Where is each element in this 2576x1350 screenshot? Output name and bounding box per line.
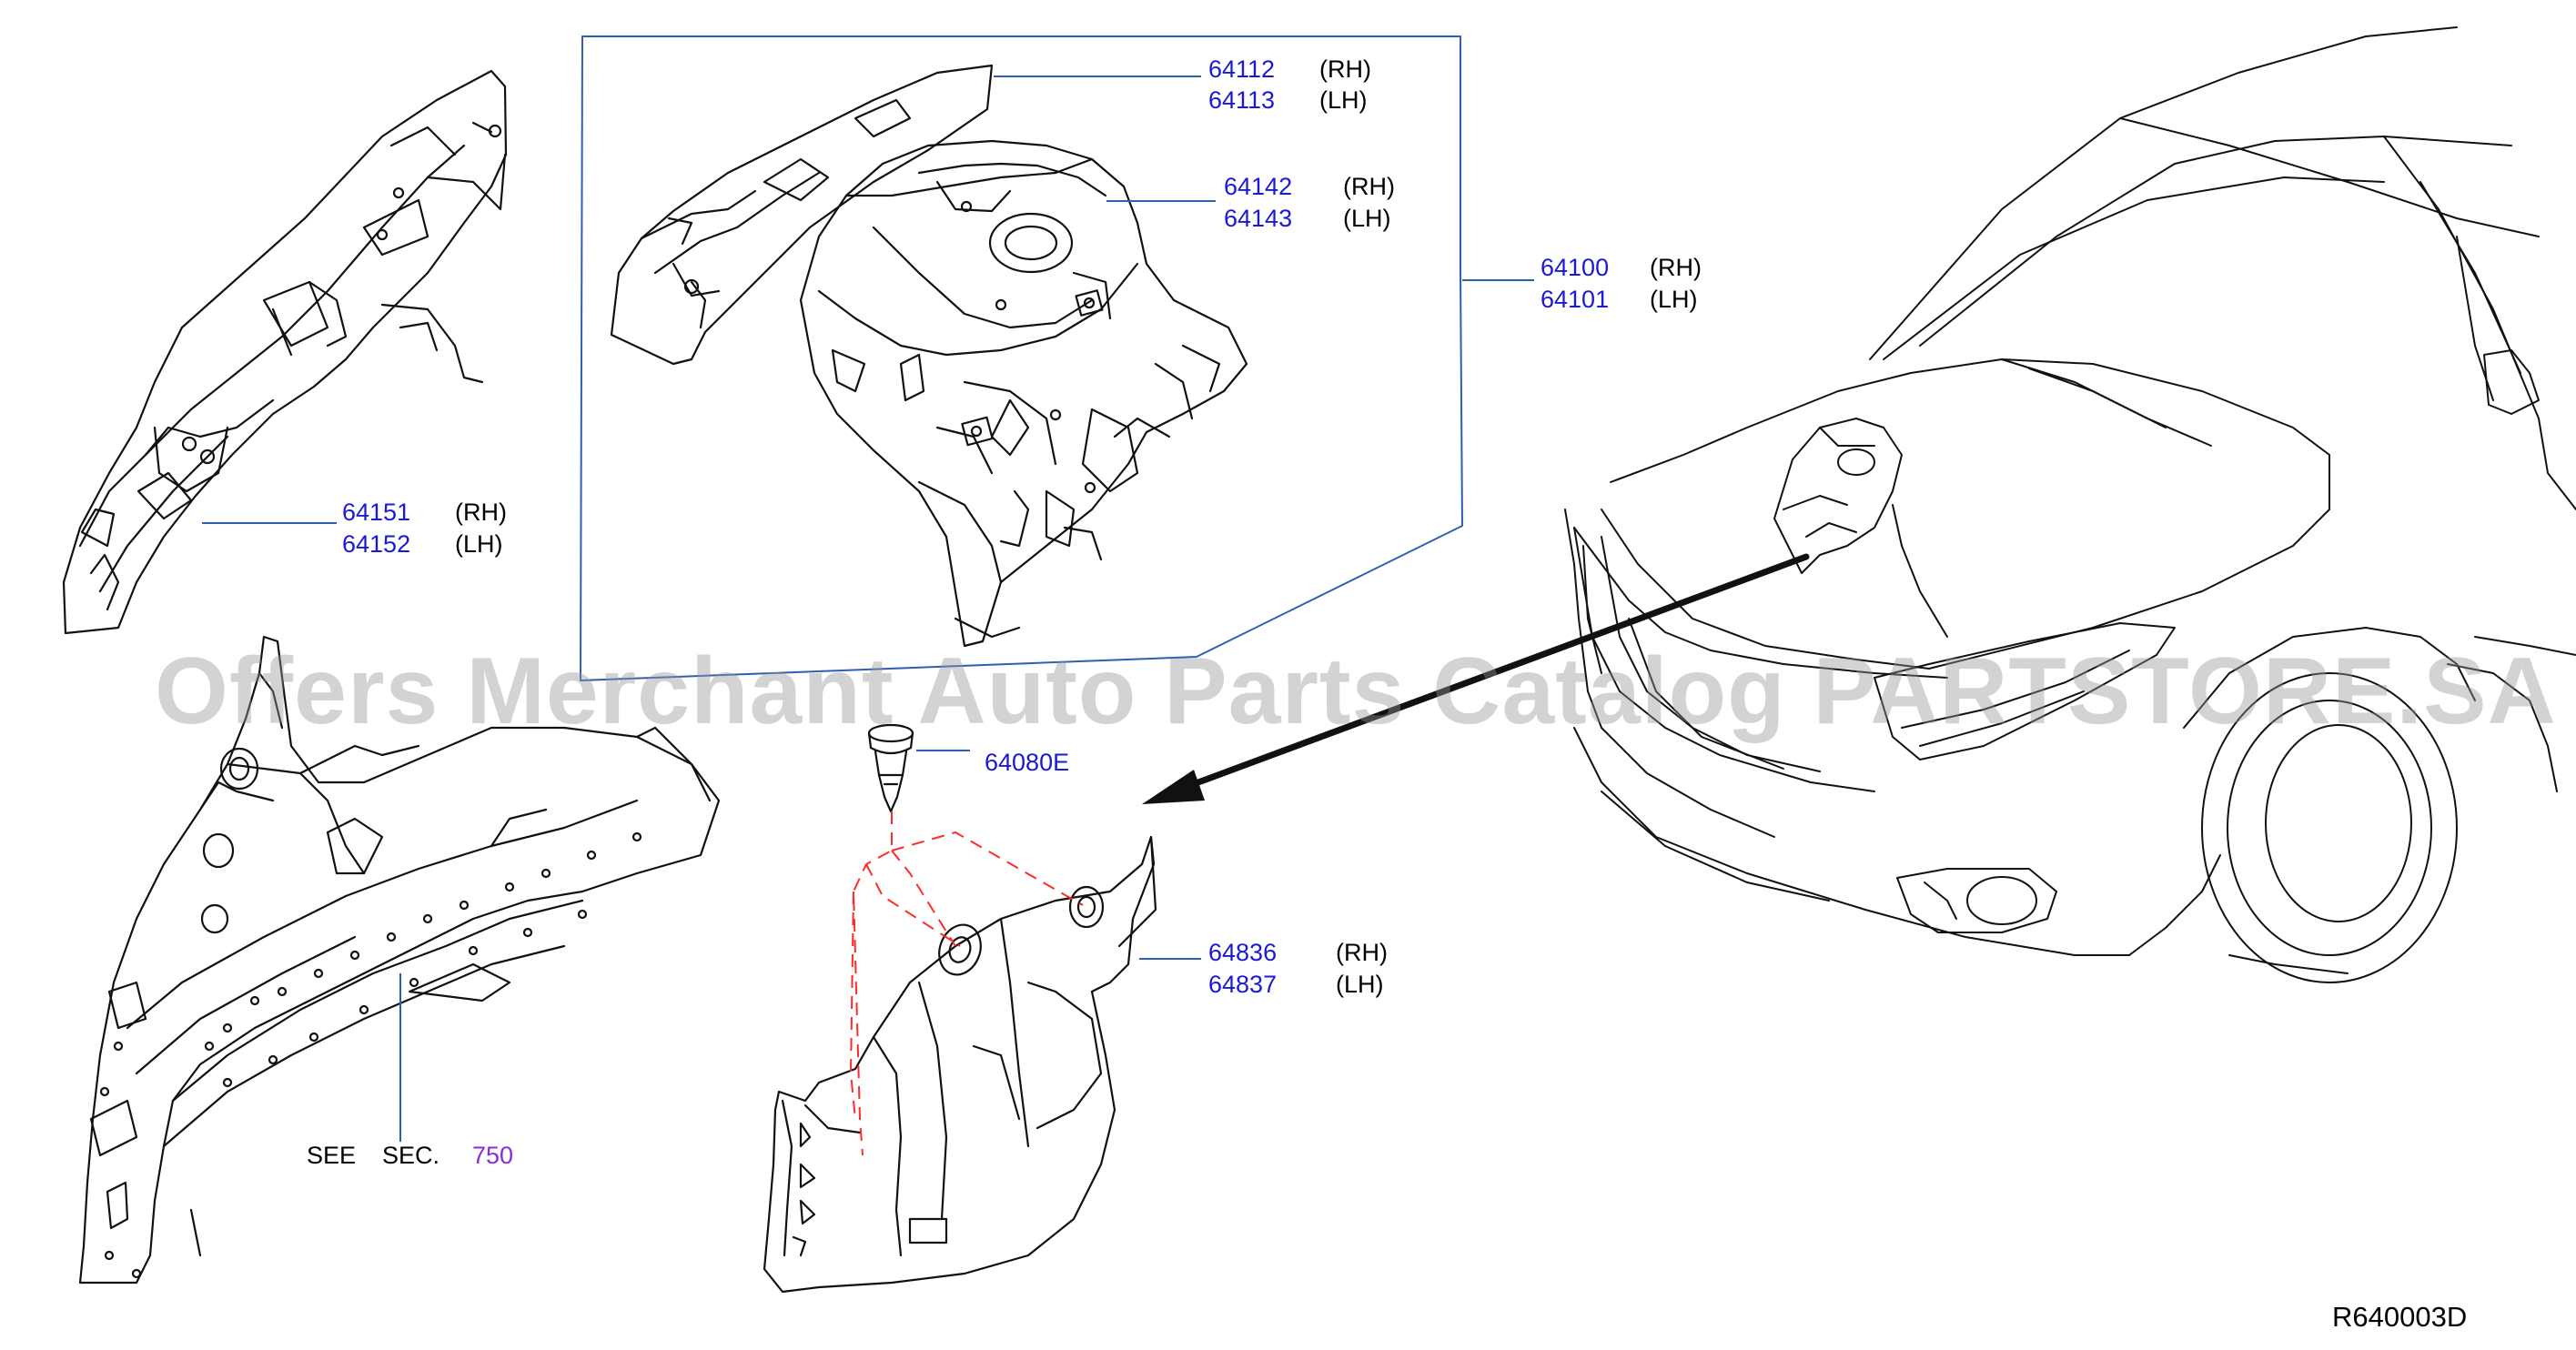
part-number-64101[interactable]: 64101 bbox=[1541, 286, 1610, 313]
part-number-64836[interactable]: 64836 bbox=[1208, 939, 1278, 966]
side-label-64837: (LH) bbox=[1336, 971, 1384, 998]
section-750-link[interactable]: 750 bbox=[472, 1142, 514, 1169]
see-label: SEE bbox=[307, 1142, 357, 1169]
clip-dashed-leaders bbox=[849, 811, 1084, 1156]
side-label-64113: (LH) bbox=[1319, 86, 1368, 114]
part-hoodledge-upper[interactable] bbox=[610, 64, 994, 366]
part-number-64113[interactable]: 64113 bbox=[1208, 86, 1276, 114]
side-label-64142: (RH) bbox=[1343, 173, 1395, 200]
part-number-64142[interactable]: 64142 bbox=[1224, 173, 1293, 200]
watermark-text: Offers Merchant Auto Parts Catalog PARTS… bbox=[155, 639, 2557, 744]
part-number-64100[interactable]: 64100 bbox=[1541, 254, 1610, 281]
vehicle-front-view bbox=[1564, 26, 2576, 983]
side-label-64101: (LH) bbox=[1650, 286, 1698, 313]
sec-label: SEC. bbox=[382, 1142, 440, 1169]
side-label-64143: (LH) bbox=[1343, 205, 1391, 232]
location-arrow-head bbox=[1142, 770, 1205, 804]
part-splash-guard[interactable] bbox=[763, 835, 1157, 1294]
callout-leaders bbox=[202, 76, 1534, 1142]
assembly-bracket-line bbox=[580, 35, 1463, 681]
side-label-64151: (RH) bbox=[455, 499, 507, 526]
part-number-64080E[interactable]: 64080E bbox=[985, 749, 1070, 776]
side-label-64152: (LH) bbox=[455, 530, 503, 558]
diagram-reference-code: R640003D bbox=[2332, 1301, 2468, 1333]
part-number-64152[interactable]: 64152 bbox=[342, 530, 411, 558]
part-number-64143[interactable]: 64143 bbox=[1224, 205, 1293, 232]
part-number-64837[interactable]: 64837 bbox=[1208, 971, 1278, 998]
part-front-side-member[interactable] bbox=[78, 635, 721, 1285]
part-clip-64080E[interactable] bbox=[867, 723, 914, 813]
part-strut-housing[interactable] bbox=[799, 139, 1248, 648]
part-number-64151[interactable]: 64151 bbox=[342, 499, 411, 526]
side-label-64836: (RH) bbox=[1336, 939, 1388, 966]
part-number-64112[interactable]: 64112 bbox=[1208, 55, 1276, 83]
side-label-64100: (RH) bbox=[1650, 254, 1702, 281]
side-label-64112: (RH) bbox=[1319, 55, 1371, 83]
location-arrow bbox=[1170, 553, 1810, 795]
part-apron-reinforcement-upper[interactable] bbox=[62, 69, 508, 635]
